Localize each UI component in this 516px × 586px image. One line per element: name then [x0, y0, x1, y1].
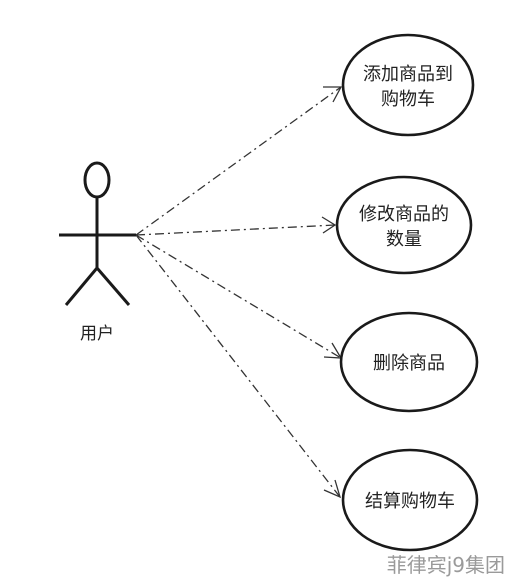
use-case-label-line-1: 添加商品到 — [363, 64, 453, 85]
use-case-label-line-2: 购物车 — [381, 89, 435, 110]
use-case-label-line-1: 结算购物车 — [365, 491, 455, 512]
use-case-ellipse — [341, 448, 479, 552]
actor-left-leg — [64, 267, 99, 306]
use-case-ellipse — [335, 175, 473, 275]
relationship-edges — [135, 86, 343, 499]
use-case-label-line-1: 修改商品的 — [359, 204, 449, 225]
edge-checkout — [135, 234, 341, 498]
actor-user: 用户 — [59, 161, 136, 344]
watermark-text: 菲律宾j9集团 — [387, 553, 505, 577]
use-case-label-line-1: 删除商品 — [373, 353, 445, 374]
use-case-checkout: 结算购物车 — [341, 448, 479, 552]
use-case-label-line-2: 数量 — [386, 229, 422, 250]
use-case-modify-quantity: 修改商品的 数量 — [335, 175, 473, 275]
arrowhead-add-to-cart — [323, 86, 343, 103]
actor-head — [83, 161, 111, 199]
arrowhead-modify-quantity — [321, 216, 337, 234]
edge-delete-item — [135, 234, 342, 359]
actor-right-leg — [95, 267, 131, 306]
use-case-add-to-cart: 添加商品到 购物车 — [341, 33, 475, 137]
use-case-ellipse — [339, 311, 479, 413]
edge-add-to-cart — [135, 86, 342, 236]
arrowhead-checkout — [323, 479, 342, 499]
use-case-delete-item: 删除商品 — [339, 311, 479, 413]
actor-label: 用户 — [80, 324, 114, 344]
use-case-ellipse — [341, 33, 475, 137]
edge-modify-quantity — [135, 224, 336, 236]
